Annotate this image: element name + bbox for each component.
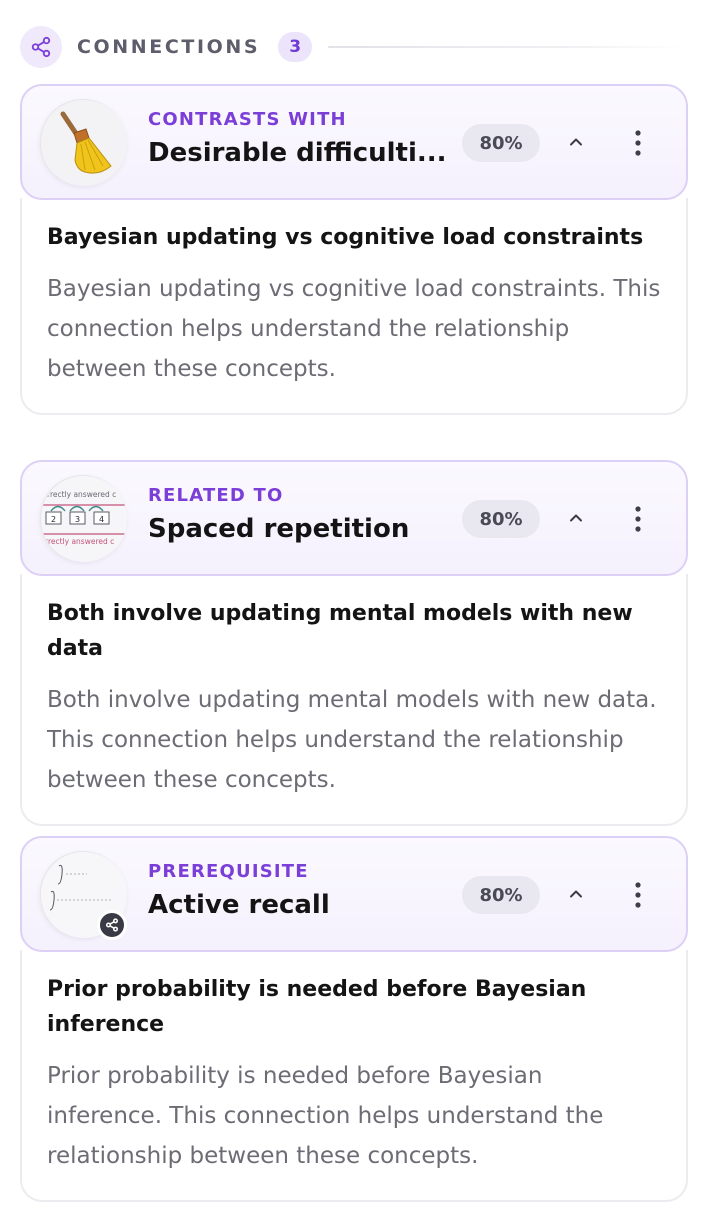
more-options-icon[interactable] (626, 126, 650, 160)
section-title: CONNECTIONS (77, 36, 261, 58)
connection-description: Both involve updating mental models with… (47, 687, 657, 793)
strength-badge: 80% (462, 500, 540, 538)
chevron-up-icon[interactable] (562, 504, 590, 532)
connection-description: Bayesian updating vs cognitive load cons… (47, 276, 661, 382)
connection-title: Bayesian updating vs cognitive load cons… (47, 225, 644, 250)
connection-title: Both involve updating mental models with… (47, 601, 633, 661)
svg-text:4: 4 (99, 515, 104, 524)
connection-card: rrectly answered c 2 3 4 rrectly answere… (20, 460, 688, 826)
connection-card-header[interactable]: rrectly answered c 2 3 4 rrectly answere… (20, 460, 688, 576)
connection-card-body: Bayesian updating vs cognitive load cons… (20, 198, 688, 415)
connections-count-badge: 3 (278, 32, 313, 62)
concept-thumbnail[interactable]: rrectly answered c 2 3 4 rrectly answere… (40, 475, 127, 562)
svg-text:rrectly answered c: rrectly answered c (47, 490, 116, 499)
svg-text:3: 3 (75, 515, 80, 524)
connection-card-body: Both involve updating mental models with… (20, 574, 688, 826)
flashcard-diagram-icon: rrectly answered c 2 3 4 rrectly answere… (41, 476, 127, 562)
svg-text:2: 2 (51, 515, 56, 524)
more-options-icon[interactable] (626, 502, 650, 536)
more-options-icon[interactable] (626, 878, 650, 912)
chevron-up-icon[interactable] (562, 128, 590, 156)
relation-type-label: CONTRASTS WITH (148, 109, 347, 130)
concept-name[interactable]: Active recall (148, 890, 330, 920)
share-icon[interactable] (97, 910, 127, 940)
connection-card: CONTRASTS WITH Desirable difficulti... 8… (20, 84, 688, 415)
strength-badge: 80% (462, 124, 540, 162)
relation-type-label: PREREQUISITE (148, 861, 309, 882)
connections-header: CONNECTIONS 3 (20, 26, 684, 68)
header-divider (328, 46, 684, 48)
relation-type-label: RELATED TO (148, 485, 284, 506)
connection-card-header[interactable]: PREREQUISITE Active recall 80% (20, 836, 688, 952)
connection-card-header[interactable]: CONTRASTS WITH Desirable difficulti... 8… (20, 84, 688, 200)
concept-name[interactable]: Spaced repetition (148, 514, 410, 544)
connection-title: Prior probability is needed before Bayes… (47, 977, 587, 1037)
concept-thumbnail[interactable] (40, 851, 127, 940)
connection-description: Prior probability is needed before Bayes… (47, 1063, 604, 1169)
broom-icon (41, 100, 127, 186)
strength-badge: 80% (462, 876, 540, 914)
concept-name[interactable]: Desirable difficulti... (148, 138, 447, 168)
connection-card: PREREQUISITE Active recall 80% Prior pro… (20, 836, 688, 1202)
chevron-up-icon[interactable] (562, 880, 590, 908)
svg-text:rrectly answered c: rrectly answered c (45, 537, 114, 546)
share-icon (20, 26, 62, 68)
connection-card-body: Prior probability is needed before Bayes… (20, 950, 688, 1202)
concept-thumbnail[interactable] (40, 99, 127, 186)
